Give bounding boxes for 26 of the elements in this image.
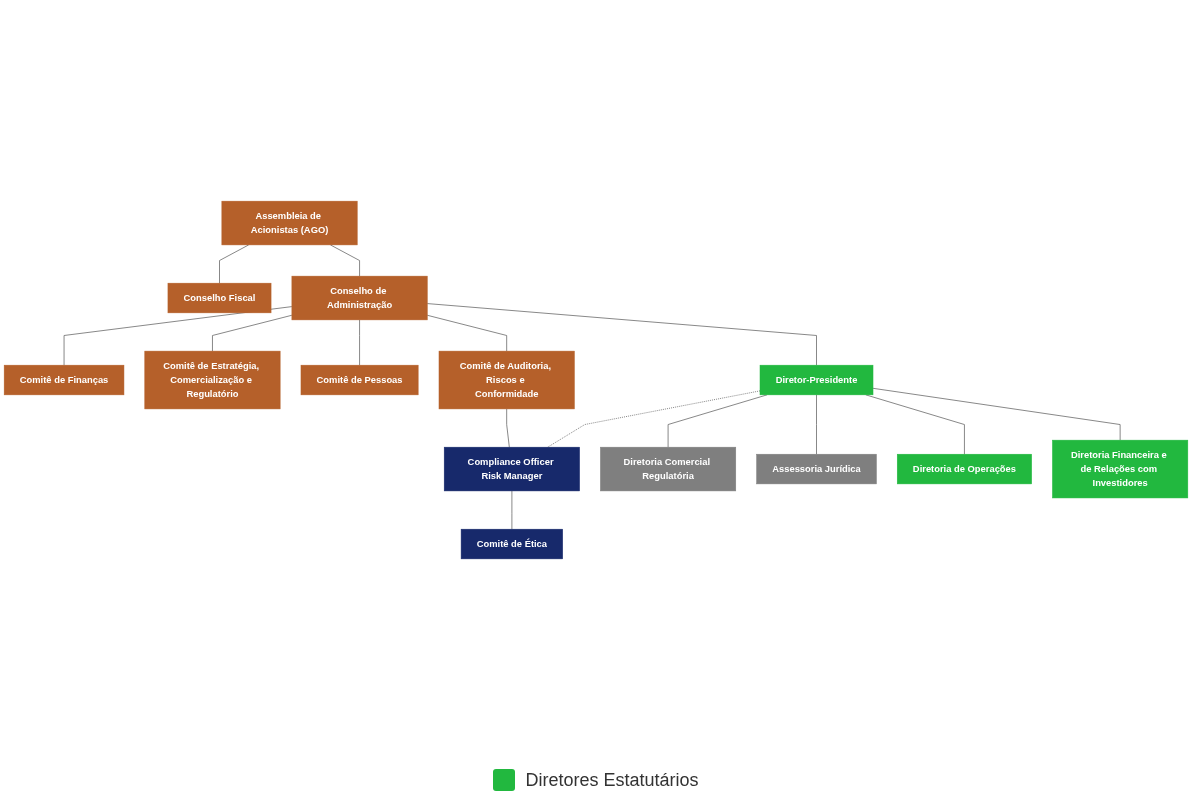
legend-label: Diretores Estatutários <box>525 769 699 791</box>
node-box: Conselho de Administração <box>291 275 428 321</box>
node-box: Conselho Fiscal <box>167 282 272 314</box>
connector <box>506 408 510 448</box>
node-box: Diretoria Financeira e de Relações com Investidores <box>1052 439 1189 499</box>
node-box: Comitê de Finanças <box>3 364 125 396</box>
node-box: Assessoria Jurídica <box>756 453 877 485</box>
connector <box>547 390 761 448</box>
connector <box>330 244 360 277</box>
connector <box>359 319 360 366</box>
connector <box>63 306 293 366</box>
node-box: Comitê de Ética <box>460 528 563 560</box>
connector <box>426 314 508 352</box>
node-box: Diretoria de Operações <box>897 453 1032 485</box>
node-box: Assembleia de Acionistas (AGO) <box>221 200 358 246</box>
node-box: Comitê de Auditoria, Riscos e Conformidade <box>438 350 575 410</box>
connector <box>816 394 817 455</box>
node-box: Diretoria Comercial Regulatória <box>600 446 737 492</box>
node-box: Comitê de Estratégia, Comercialização e Regulatório <box>144 350 281 410</box>
node-box: Comitê de Pessoas <box>300 364 419 396</box>
connector <box>872 387 1121 441</box>
node-box: Diretor-Presidente <box>759 364 874 396</box>
connector <box>511 490 513 530</box>
node-box: Compliance Officer Risk Manager <box>443 446 580 492</box>
connector <box>426 303 817 366</box>
connector <box>212 314 293 352</box>
